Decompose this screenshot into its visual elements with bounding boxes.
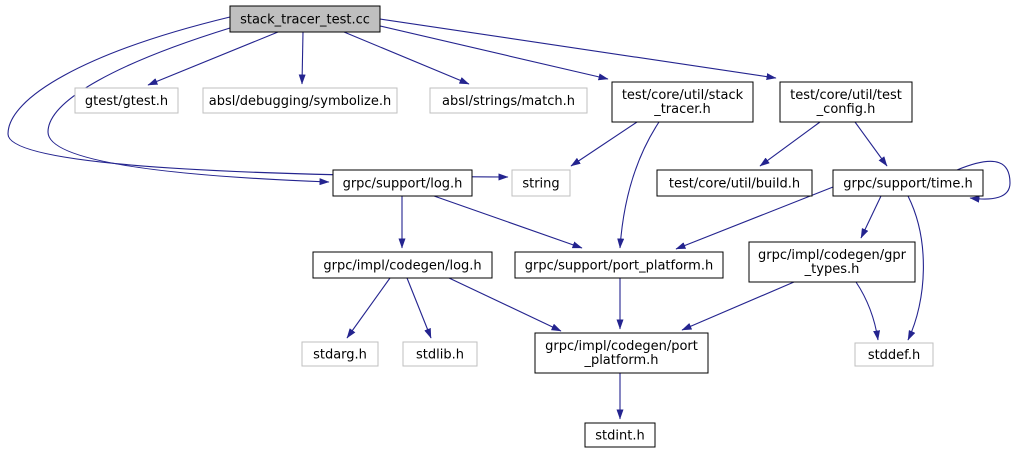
node-impl_port_platform[interactable]: grpc/impl/codegen/port_platform.h: [534, 332, 709, 374]
node-match: absl/strings/match.h: [429, 87, 588, 114]
node-label-test_config-line2: _config.h: [816, 102, 876, 117]
node-time[interactable]: grpc/support/time.h: [832, 169, 984, 197]
edge-stack_tracer_test-to-string: [7, 16, 509, 181]
node-gpr_types[interactable]: grpc/impl/codegen/gpr_types.h: [748, 241, 916, 283]
node-box-impl_port_platform[interactable]: [534, 332, 709, 374]
node-label-match: absl/strings/match.h: [442, 94, 575, 109]
node-box-stdarg: [301, 341, 379, 367]
edge-gpr_types-to-stddef: [855, 281, 881, 341]
node-box-support_port_platform[interactable]: [514, 251, 724, 279]
node-label-stdlib: stdlib.h: [416, 348, 464, 363]
edge-stack_tracer_test-to-stack_tracer: [379, 25, 609, 81]
node-stdint[interactable]: stdint.h: [584, 422, 656, 448]
node-support_port_platform[interactable]: grpc/support/port_platform.h: [514, 251, 724, 279]
node-symbolize: absl/debugging/symbolize.h: [202, 87, 398, 114]
nodes-layer: stack_tracer_test.cc gtest/gtest.h absl/de…: [74, 5, 984, 448]
node-box-gtest: [74, 87, 179, 114]
edge-log-to-support_port_platform: [433, 195, 583, 249]
node-gtest: gtest/gtest.h: [74, 87, 179, 114]
node-test_config[interactable]: test/core/util/test_config.h: [779, 81, 913, 123]
node-box-stddef: [854, 342, 934, 367]
node-stdarg: stdarg.h: [301, 341, 379, 367]
node-label-stddef: stddef.h: [868, 348, 920, 363]
edge-test_config-to-build: [759, 121, 821, 167]
node-box-symbolize: [202, 87, 398, 114]
node-box-match: [429, 87, 588, 114]
node-box-stdlib: [402, 341, 478, 367]
node-box-codegen_log[interactable]: [312, 251, 493, 279]
node-stack_tracer[interactable]: test/core/util/stack_tracer.h: [611, 81, 754, 123]
edge-codegen_log-to-stdlib: [406, 277, 432, 339]
node-log[interactable]: grpc/support/log.h: [332, 169, 473, 197]
node-label-gtest: gtest/gtest.h: [85, 94, 168, 109]
node-label-symbolize: absl/debugging/symbolize.h: [209, 94, 391, 109]
edge-test_config-to-time: [854, 121, 888, 167]
node-label-stack_tracer-line1: test/core/util/stack: [622, 88, 744, 103]
edge-time-to-time: [956, 160, 1011, 203]
node-label-stack_tracer-line2: _tracer.h: [653, 102, 711, 117]
node-stdlib: stdlib.h: [402, 341, 478, 367]
node-box-string: [511, 169, 571, 197]
edge-stack_tracer-to-support_port_platform: [617, 121, 660, 249]
node-label-time: grpc/support/time.h: [843, 177, 972, 192]
node-stack_tracer_test: stack_tracer_test.cc: [229, 5, 381, 33]
edge-stack_tracer-to-string: [570, 121, 638, 167]
node-label-gpr_types-line1: grpc/impl/codegen/gpr: [758, 248, 907, 263]
node-box-time[interactable]: [832, 169, 984, 197]
edge-stack_tracer_test-to-test_config: [379, 18, 777, 81]
node-label-support_port_platform: grpc/support/port_platform.h: [525, 259, 713, 274]
edge-codegen_log-to-impl_port_platform: [448, 277, 562, 332]
node-box-stdint[interactable]: [584, 422, 656, 448]
edge-time-to-stddef: [907, 195, 924, 341]
node-box-build[interactable]: [656, 169, 813, 197]
node-box-stack_tracer_test: [229, 5, 381, 33]
edge-time-to-gpr_types: [860, 195, 882, 239]
node-label-string: string: [522, 177, 559, 192]
edge-stack_tracer_test-to-symbolize: [298, 31, 306, 85]
node-label-stack_tracer_test: stack_tracer_test.cc: [240, 13, 370, 28]
edge-codegen_log-to-stdarg: [346, 277, 391, 339]
node-codegen_log[interactable]: grpc/impl/codegen/log.h: [312, 251, 493, 279]
node-box-test_config[interactable]: [779, 81, 913, 123]
node-label-gpr_types-line2: _types.h: [804, 262, 860, 277]
node-build[interactable]: test/core/util/build.h: [656, 169, 813, 197]
node-label-log: grpc/support/log.h: [343, 177, 463, 192]
node-stddef: stddef.h: [854, 342, 934, 367]
node-label-stdint: stdint.h: [595, 429, 644, 444]
edge-stack_tracer_test-to-log: [47, 27, 330, 186]
node-label-codegen_log: grpc/impl/codegen/log.h: [323, 259, 481, 274]
node-label-impl_port_platform-line1: grpc/impl/codegen/port: [545, 339, 698, 354]
node-label-impl_port_platform-line2: _platform.h: [583, 353, 658, 368]
node-label-stdarg: stdarg.h: [313, 348, 367, 363]
node-box-stack_tracer[interactable]: [611, 81, 754, 123]
node-box-gpr_types[interactable]: [748, 241, 916, 283]
edges-layer: [7, 16, 1011, 420]
edge-stack_tracer_test-to-gtest: [147, 31, 279, 86]
node-label-test_config-line1: test/core/util/test: [790, 88, 902, 103]
node-label-build: test/core/util/build.h: [669, 177, 800, 192]
node-string: string: [511, 169, 571, 197]
edge-time-to-support_port_platform: [675, 186, 834, 250]
node-box-log[interactable]: [332, 169, 473, 197]
edge-gpr_types-to-impl_port_platform: [681, 281, 795, 331]
edge-stack_tracer_test-to-match: [343, 31, 470, 85]
